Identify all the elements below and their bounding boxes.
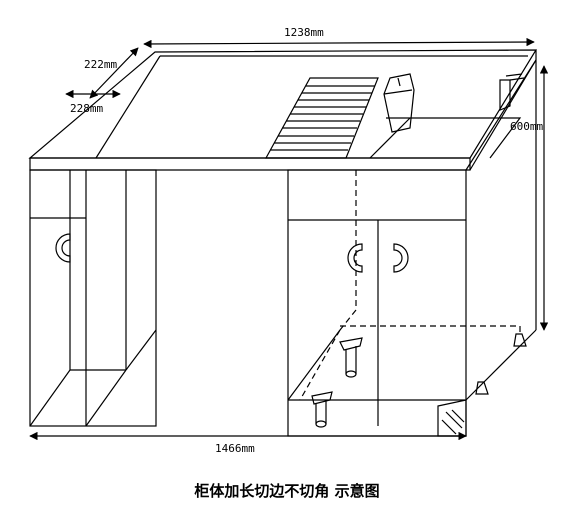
- right-cabinet: [287, 59, 537, 437]
- dim-top-depth: 222mm: [84, 47, 139, 99]
- left-cabinet: [29, 169, 157, 427]
- dim-top-width: 1238mm: [143, 26, 535, 49]
- dim-height: 600mm: [510, 65, 549, 331]
- dim-bottom-width: 1466mm: [29, 431, 467, 455]
- dim-top-depth-label: 222mm: [84, 58, 117, 71]
- leg-back: [339, 337, 363, 378]
- dim-bottom-width-label: 1466mm: [215, 442, 255, 455]
- drain-board: [264, 77, 379, 159]
- leg-front: [311, 391, 333, 428]
- foot-right-back: [513, 333, 527, 347]
- dim-height-label: 600mm: [510, 120, 543, 133]
- diagram-caption: 柜体加长切边不切角 示意图: [194, 482, 380, 500]
- foot-right-front: [475, 381, 489, 395]
- dim-side-depth: 228mm: [65, 89, 121, 115]
- sink-basin: [369, 117, 522, 159]
- hidden-lines: [299, 170, 521, 401]
- base-plinth: [437, 399, 467, 437]
- dim-top-width-label: 1238mm: [284, 26, 324, 39]
- dim-side-depth-label: 228mm: [70, 102, 103, 115]
- back-post: [499, 73, 525, 111]
- faucet-block: [383, 73, 415, 133]
